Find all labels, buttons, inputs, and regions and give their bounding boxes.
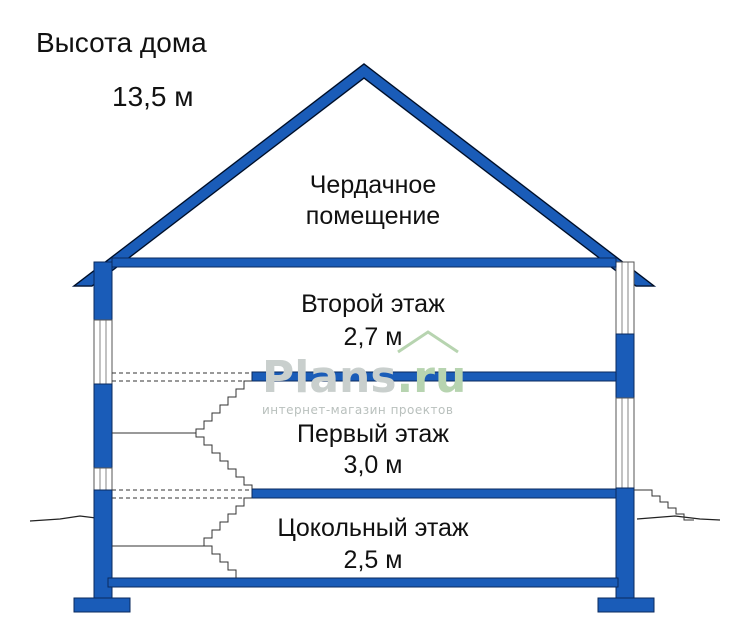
floor-slabs: [107, 257, 619, 588]
stair-openings: [112, 372, 252, 499]
exterior-steps: [634, 489, 694, 521]
staircase-first-floor: [195, 380, 253, 489]
basement-height: 2,5 м: [344, 546, 403, 574]
first-floor-label: Первый этаж: [297, 420, 449, 448]
right-wall: [597, 261, 655, 613]
first-floor-slab: [251, 488, 617, 499]
watermark-roof-icon: [397, 330, 459, 354]
second-floor-slab: [251, 371, 617, 382]
house-height-value: 13,5 м: [112, 81, 194, 112]
attic-label-line1: Чердачное: [310, 171, 436, 199]
basement-floor-slab: [107, 577, 619, 588]
attic-label-line2: помещение: [306, 202, 440, 230]
left-wall: [73, 261, 131, 613]
watermark: Plans.ru интернет-магазин проектов: [262, 330, 466, 417]
staircase-basement: [203, 497, 252, 578]
second-floor-label: Второй этаж: [301, 290, 445, 318]
watermark-brand: Plans.ru: [262, 352, 466, 403]
watermark-tagline: интернет-магазин проектов: [262, 403, 453, 417]
attic-floor-slab: [111, 257, 617, 268]
ground-line: [29, 515, 721, 522]
second-floor-height: 2,7 м: [344, 323, 403, 351]
first-floor-height: 3,0 м: [344, 451, 403, 479]
house-height-title: Высота дома: [36, 27, 207, 58]
stairs: [112, 380, 694, 578]
roof: [71, 63, 657, 287]
basement-label: Цокольный этаж: [277, 514, 469, 542]
